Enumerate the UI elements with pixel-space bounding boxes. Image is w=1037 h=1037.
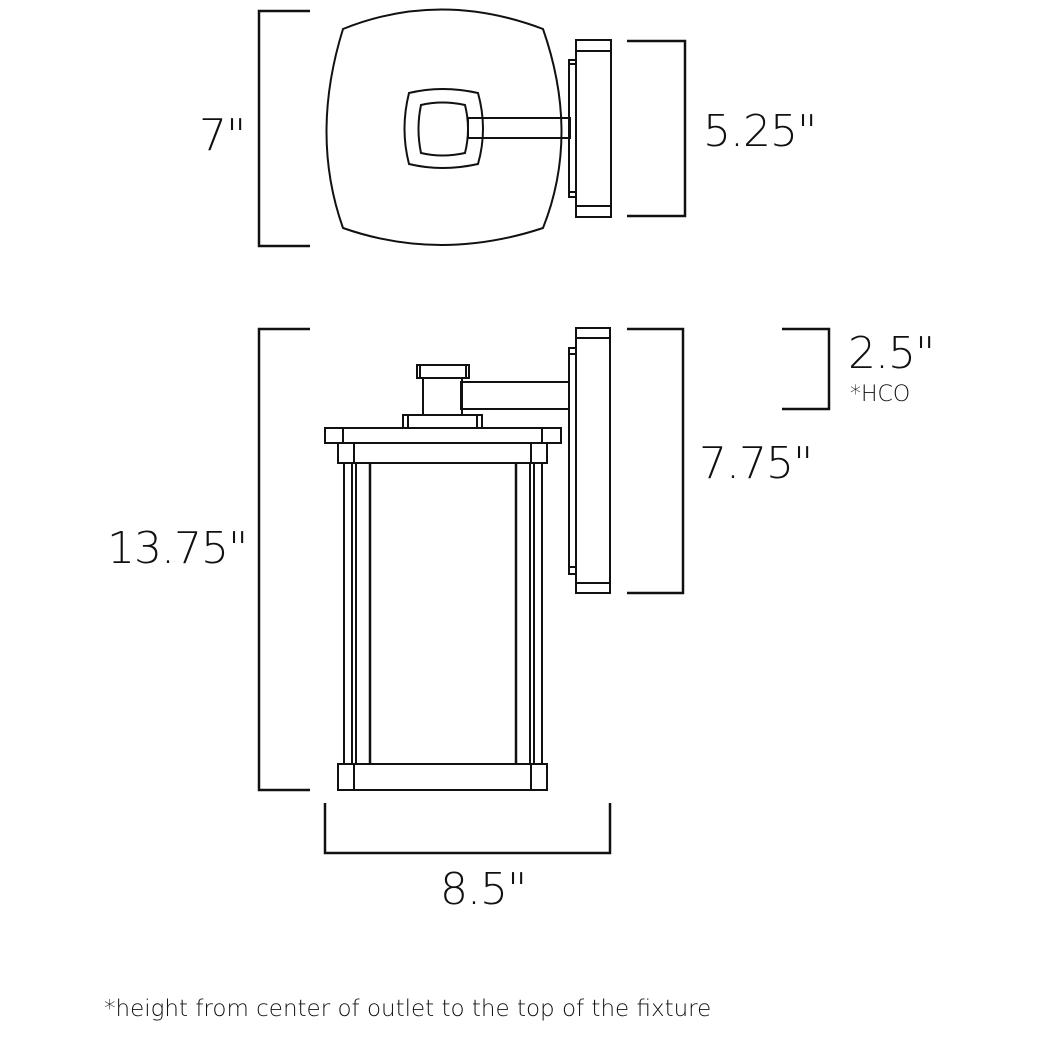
dimension-bracket-8-5in [323,803,612,855]
dimension-bracket-7in [257,9,310,248]
roof-plate [324,427,562,444]
dimension-label-width: 8.5" [440,864,527,915]
dimension-label-overall-height: 13.75" [107,523,248,574]
side-view [257,327,831,855]
fixture-top-outline [325,8,563,246]
dimension-label-backplate: 7.75" [699,438,813,489]
arm-side [460,381,570,410]
dimension-bracket-5-25in [627,39,687,218]
backplate-top [575,39,612,218]
canopy-outer [403,88,484,169]
bottom-band [337,763,548,791]
backplate-rail [568,347,577,575]
dimension-bracket-2-5in [782,327,831,411]
dimension-bracket-7-75in [627,327,685,595]
dimension-label-hco: 2.5" [848,328,935,379]
footnote: *height from center of outlet to the top… [104,996,712,1022]
finial-stem [422,377,463,416]
hco-note-label: *HCO [850,382,911,407]
dimension-bracket-13-75in [257,327,310,792]
backplate-side [575,327,611,594]
dimension-label-height-top: 7" [199,110,246,161]
top-view [257,8,687,248]
finial-base [402,414,483,429]
dimension-label-depth: 5.25" [703,106,817,157]
canopy-inner [417,101,469,157]
finial-cap [416,364,470,379]
roof-band [337,442,548,464]
